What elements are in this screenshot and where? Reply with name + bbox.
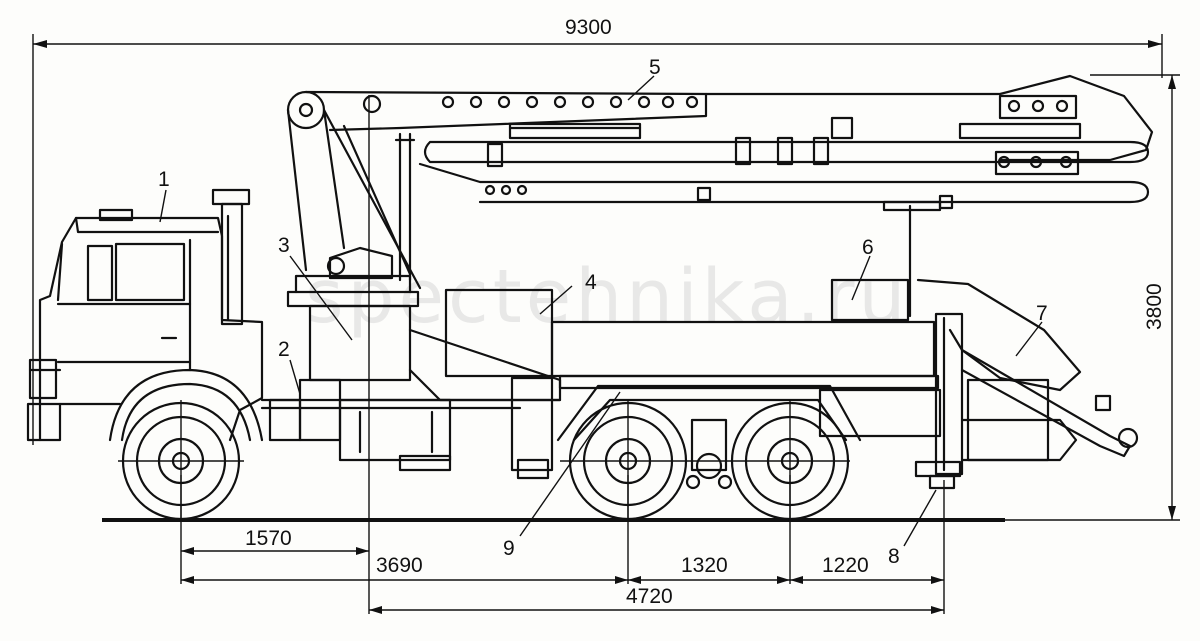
boom-turret xyxy=(286,246,562,402)
dim-3800: 3800 xyxy=(1143,283,1166,330)
dim-1220: 1220 xyxy=(822,554,869,577)
concrete-pump-hopper xyxy=(916,278,1139,462)
exhaust-stack xyxy=(211,188,251,326)
axle-centerlines xyxy=(118,400,850,522)
concrete-boom xyxy=(286,74,1154,318)
dim-4720: 4720 xyxy=(626,585,673,608)
callout-6: 6 xyxy=(862,236,874,259)
bogie-suspension xyxy=(685,418,733,490)
callout-4: 4 xyxy=(585,271,597,294)
callout-7: 7 xyxy=(1036,302,1048,325)
callout-8: 8 xyxy=(888,545,900,568)
dimension-overall-length xyxy=(32,34,1163,445)
boom-mast xyxy=(286,108,422,290)
callout-9: 9 xyxy=(503,537,515,560)
dimension-overall-height xyxy=(1005,74,1180,521)
truck-cab xyxy=(26,208,264,442)
tool-box xyxy=(818,278,942,438)
callout-leaders xyxy=(159,75,1043,547)
dim-3690: 3690 xyxy=(376,554,423,577)
callout-2: 2 xyxy=(278,338,290,361)
callout-1: 1 xyxy=(158,168,170,191)
dim-1320: 1320 xyxy=(681,554,728,577)
rear-wheel-arch xyxy=(556,384,862,442)
dim-1570: 1570 xyxy=(245,527,292,550)
dim-9300: 9300 xyxy=(565,16,612,39)
chassis-frame xyxy=(260,376,562,480)
watermark: spectehnika.ru xyxy=(305,254,909,340)
rear-outrigger xyxy=(914,312,964,490)
front-wheel xyxy=(108,368,264,521)
water-tank xyxy=(444,288,940,390)
callout-3: 3 xyxy=(278,234,290,257)
callout-5: 5 xyxy=(649,56,661,79)
